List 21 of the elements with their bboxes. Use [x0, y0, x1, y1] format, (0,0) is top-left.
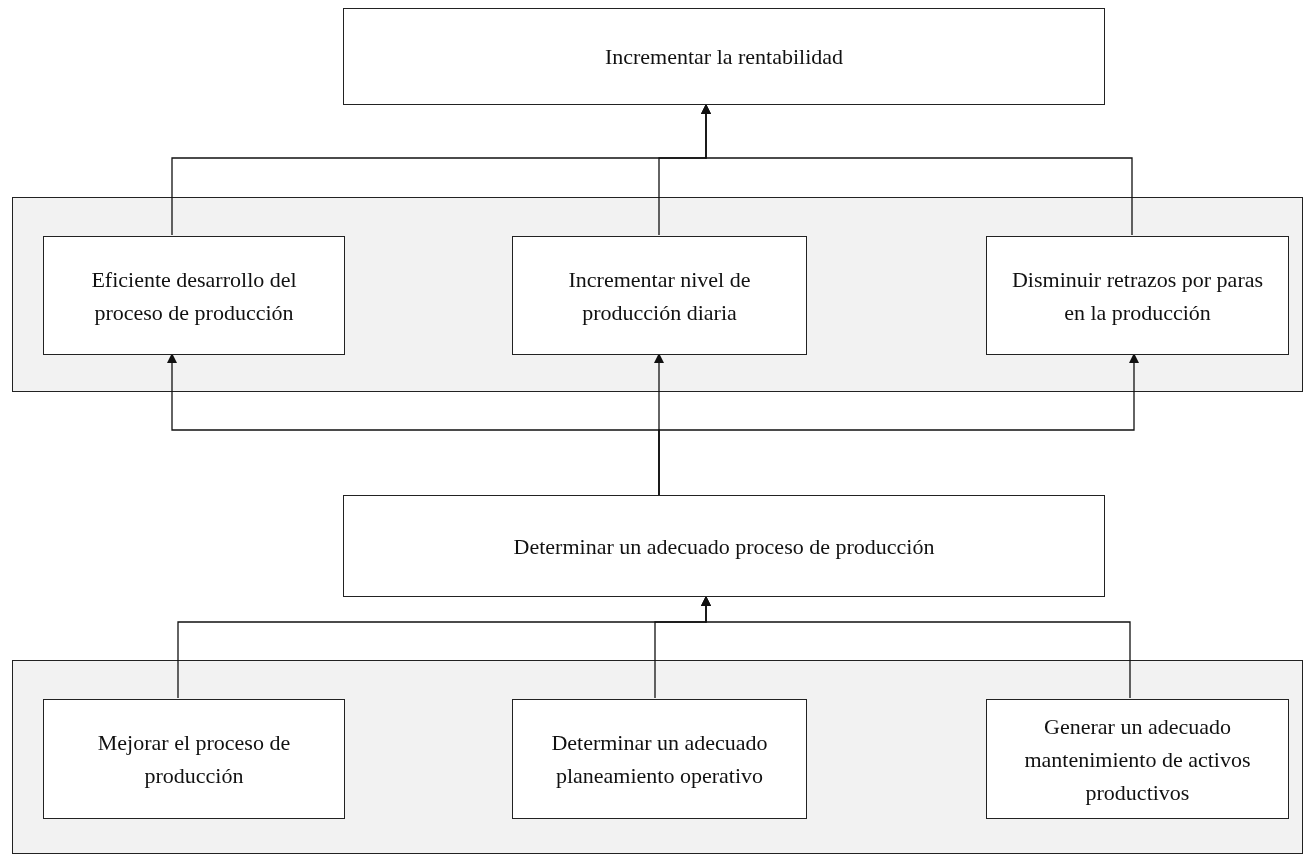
process-box [343, 495, 1105, 597]
panel-background [12, 660, 1303, 854]
box-text: Mejorar el proceso de producción [96, 729, 292, 790]
process-box [986, 236, 1289, 355]
process-box [512, 699, 807, 819]
box-text: Determinar un adecuado planeamiento operativo [550, 729, 769, 790]
box-text: Generar un adecuado mantenimiento de activos productivos [1023, 712, 1252, 807]
process-box [43, 236, 345, 355]
box-text: Eficiente desarrollo del proceso de producción [90, 265, 298, 327]
arrow [701, 104, 1133, 236]
panel-background [12, 197, 1303, 392]
arrow [658, 353, 1139, 496]
arrow [701, 596, 1131, 699]
box-text: Disminuir retrazos por paras en la producción [1010, 265, 1265, 327]
process-box [43, 699, 345, 819]
process-box [986, 699, 1289, 819]
box-text: Incrementar la rentabilidad [604, 43, 844, 71]
process-box [512, 236, 807, 355]
process-box [343, 8, 1105, 105]
box-text: Determinar un adecuado proceso de producción [513, 532, 935, 561]
box-text: Incrementar nivel de producción diaria [567, 265, 752, 327]
